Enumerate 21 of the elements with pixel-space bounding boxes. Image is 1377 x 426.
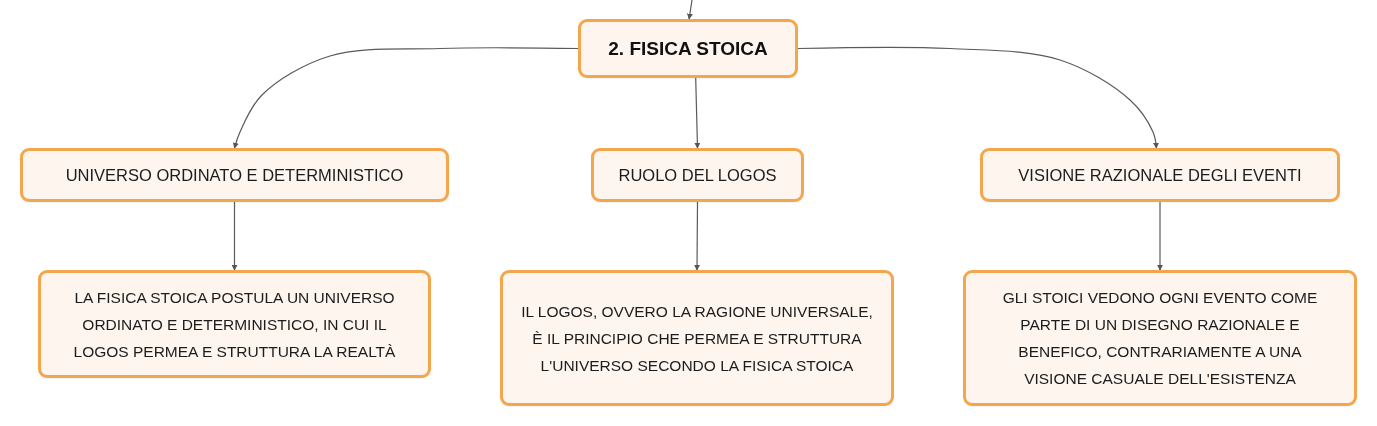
connector-arrow [233,47,579,149]
note-box [963,270,1357,406]
connector-arrow [797,46,1159,149]
topic-box [591,148,804,202]
connector-arrow [1157,201,1163,271]
note-box [500,270,894,406]
note-box [38,270,431,378]
connector-arrow [686,0,693,20]
topic-label: 2. FISICA STOICA [608,37,768,60]
central-topic-box [578,19,798,78]
topic-box [20,148,449,202]
topic-label: LA FISICA STOICA POSTULA UN UNIVERSO ORDINATO E DETERMINISTICO, IN CUI IL LOGOS PERMEA E STRUTTURA LA REALTÀ [72,287,397,362]
connector-arrow [694,201,701,271]
connector-arrow [694,77,701,149]
connector-arrow [231,201,238,271]
topic-label: RUOLO DEL LOGOS [618,165,777,185]
topic-label: IL LOGOS, OVVERO LA RAGIONE UNIVERSALE, È IL PRINCIPIO CHE PERMEA E STRUTTURA L'UNIVERSO SECONDO LA FISICA STOICA [520,301,874,376]
topic-label: UNIVERSO ORDINATO E DETERMINISTICO [65,165,404,185]
topic-label: GLI STOICI VEDONO OGNI EVENTO COME PARTE DI UN DISEGNO RAZIONALE E BENEFICO, CONTRARIAMENTE A UNA VISIONE CASUALE DELL'ESISTENZA [1001,288,1319,389]
topic-box [980,148,1340,202]
topic-label: VISIONE RAZIONALE DEGLI EVENTI [1018,165,1302,185]
